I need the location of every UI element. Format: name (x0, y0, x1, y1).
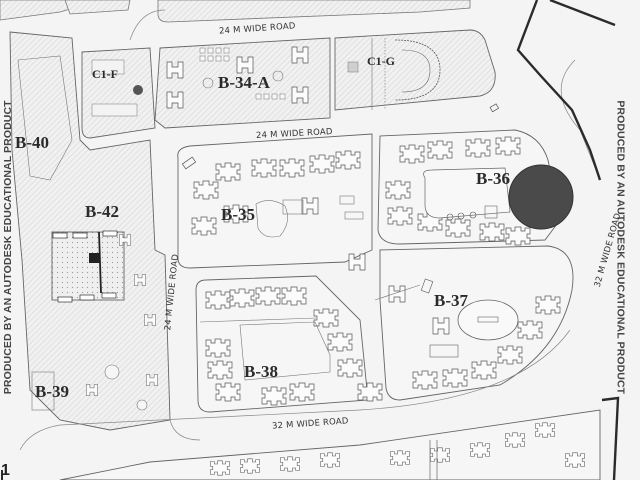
site-boundary (516, 0, 602, 181)
plot-label-b-35: B-35 (221, 205, 255, 224)
road-lines (19, 9, 601, 451)
watermark-left: PRODUCED BY AN AUTODESK EDUCATIONAL PROD… (1, 100, 14, 395)
block-b37 (348, 245, 574, 401)
plot-label-b-38: B-38 (244, 362, 278, 381)
plot-label-b-39: B-39 (35, 382, 69, 401)
plot-label-b-37: B-37 (434, 291, 468, 310)
top-strip-blocks (0, 0, 471, 23)
plot-label-b-34-a: B-34-A (218, 73, 270, 92)
plot-label-c1-f: C1-F (92, 67, 118, 81)
block-b36 (377, 103, 574, 246)
plot-label-b-40: B-40 (15, 133, 49, 152)
bottom-strip-blocks (59, 409, 601, 480)
block-b35 (177, 133, 373, 269)
plot-label-b-36: B-36 (476, 169, 510, 188)
plot-label-c1-g: C1-G (367, 54, 395, 68)
block-b38 (195, 275, 383, 413)
plot-label-b-42: B-42 (85, 202, 119, 221)
block-left-region (9, 31, 171, 431)
block-b34a-c1f-c1g (81, 29, 496, 139)
highlight-marker (508, 164, 574, 230)
page-number: 1 (1, 462, 10, 479)
watermark-right: PRODUCED BY AN AUTODESK EDUCATIONAL PROD… (614, 100, 627, 395)
